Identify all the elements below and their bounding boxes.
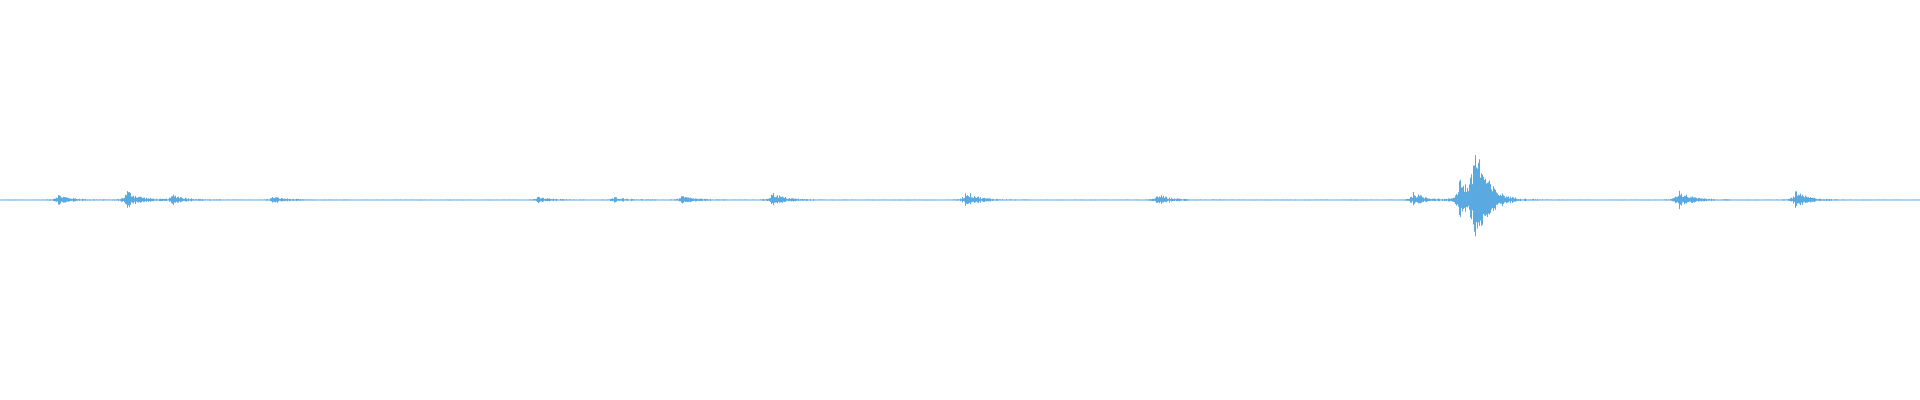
waveform-trace (0, 155, 1920, 237)
